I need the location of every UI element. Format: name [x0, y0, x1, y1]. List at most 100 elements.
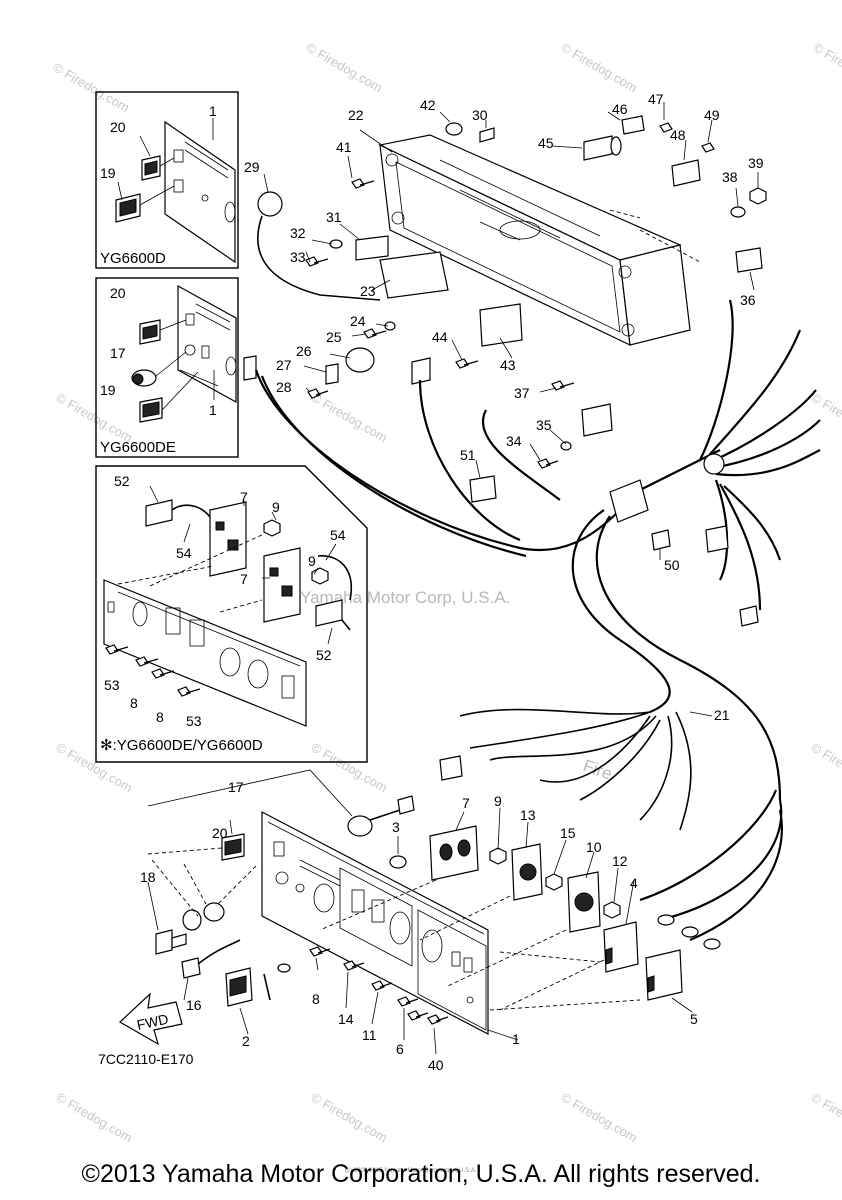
panel-hole: [313, 883, 335, 913]
nut-icon: [489, 847, 507, 865]
callout-42: 42: [420, 97, 436, 113]
connector-icon: [397, 795, 415, 815]
assembly-line: [609, 209, 701, 263]
fwd-arrow-icon: [118, 992, 183, 1046]
grommet-icon: [609, 479, 649, 523]
callout-24: 24: [350, 313, 366, 329]
screw-icon: [701, 142, 715, 153]
watermark: © Firedog.com: [809, 1090, 842, 1146]
switch-wire: [263, 973, 271, 1001]
outlet-face: [519, 863, 537, 881]
panel-hole: [466, 996, 474, 1004]
nut-icon: [749, 187, 767, 205]
switch-cutout: [185, 313, 195, 326]
breaker-4-icon: [603, 921, 639, 973]
callout-52: 52: [316, 647, 332, 663]
callout-6: 6: [396, 1041, 404, 1057]
hour-meter-icon: [257, 191, 283, 217]
circuit-board-icon: [379, 251, 449, 299]
callout-1: 1: [512, 1031, 520, 1047]
callout-2: 2: [242, 1033, 250, 1049]
callout-16: 16: [186, 997, 202, 1013]
cover-icon: [355, 235, 389, 261]
callout-54: 54: [330, 527, 346, 543]
watermark: © Firedog.com: [304, 40, 386, 96]
ring-terminal-icon: [703, 938, 721, 950]
callout-9: 9: [494, 793, 502, 809]
callout-1: 1: [209, 402, 217, 418]
callout-52: 52: [114, 473, 130, 489]
callout-14: 14: [338, 1011, 354, 1027]
outlet-cutout: [165, 607, 181, 635]
outlet-cutout: [351, 889, 365, 913]
watermark: © Firedog.com: [809, 390, 842, 446]
outlet-slot: [281, 585, 293, 597]
receptacle-43-icon: [479, 303, 523, 347]
panel-hole: [275, 871, 289, 885]
rocker-switch-face: [144, 160, 158, 176]
mount-hole: [618, 265, 632, 279]
assembly-line: [117, 533, 265, 613]
callout-20: 20: [110, 119, 126, 135]
callout-36: 36: [740, 292, 756, 308]
panel-slot: [184, 141, 229, 179]
watermark: © Firedog.com: [811, 40, 842, 96]
top-hardware: [243, 115, 767, 551]
callout-19: 19: [100, 165, 116, 181]
callout-43: 43: [500, 357, 516, 373]
inset-frame: [95, 465, 368, 763]
screw-icon: [455, 358, 479, 369]
circuit-switch-face: [142, 401, 160, 418]
switch-wire: [171, 504, 215, 525]
leader-line: [147, 769, 693, 1055]
switch-cutout: [463, 957, 473, 973]
outlet-face: [574, 892, 594, 912]
switch-cutout: [173, 149, 184, 163]
housing-detail: [499, 220, 541, 240]
leader-line: [155, 319, 219, 411]
assembly-line: [147, 847, 641, 1011]
callout-25: 25: [326, 329, 342, 345]
connector-51-icon: [469, 475, 497, 503]
screw-icon: [307, 388, 329, 399]
switch-wire: [369, 809, 401, 821]
callout-7: 7: [462, 795, 470, 811]
watermark: © Firedog.com: [559, 40, 641, 96]
key-18-icon: [155, 929, 173, 955]
duplex-outlet-icon: [429, 825, 479, 881]
callout-4: 4: [630, 875, 638, 891]
leader-line: [689, 711, 713, 717]
terminal-icon: [739, 605, 759, 627]
callout-40: 40: [428, 1057, 444, 1073]
panel-edge: [117, 591, 301, 667]
watermark: © Firedog.com: [809, 740, 842, 796]
panel-slot: [195, 303, 231, 331]
panel-edge: [267, 821, 485, 935]
harness-wire: [260, 375, 527, 558]
panel-plate: [164, 120, 236, 264]
callout-45: 45: [538, 135, 554, 151]
panel-hole: [225, 356, 237, 376]
screw-icon: [407, 1010, 429, 1021]
panel-hole: [295, 883, 305, 893]
switch-cutout: [201, 345, 210, 359]
callout-18: 18: [140, 869, 156, 885]
callout-5: 5: [690, 1011, 698, 1027]
panel-hole: [224, 201, 236, 223]
screw-icon: [363, 328, 387, 339]
panel-vent: [299, 859, 341, 887]
callout-32: 32: [290, 225, 306, 241]
leader-line: [263, 102, 759, 560]
callout-7: 7: [240, 489, 248, 505]
ring-terminal-icon: [681, 926, 699, 938]
watermark-tiny: (c) 2000-2015 Yamaha Motor Corporation, …: [345, 1168, 477, 1174]
watermark: © Firedog.com: [54, 390, 136, 446]
screw-icon: [659, 122, 673, 133]
nut-icon: [203, 902, 225, 922]
solenoid-icon: [583, 135, 613, 161]
watermark-center: Yamaha Motor Corp, U.S.A.: [300, 588, 510, 607]
washer-icon: [560, 441, 572, 451]
harness-wire: [418, 379, 521, 542]
outlet-slot: [269, 567, 279, 577]
callout-9: 9: [308, 553, 316, 569]
